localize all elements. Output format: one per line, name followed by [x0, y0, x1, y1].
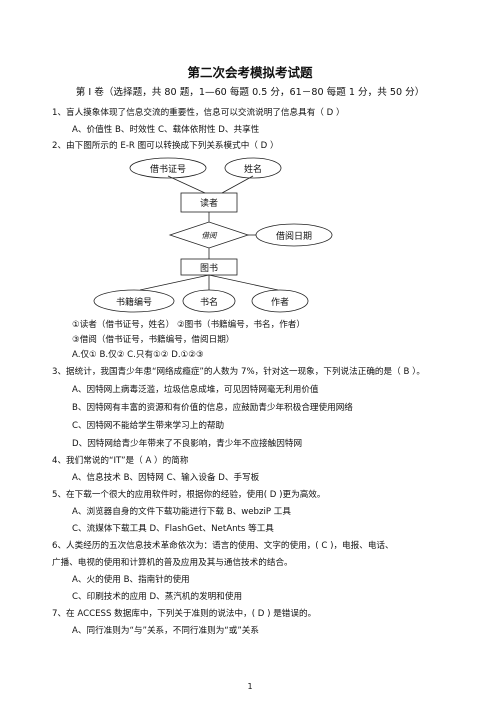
- entity-reader-label: 读者: [200, 197, 218, 209]
- q5-options-1: A、浏览器自身的文件下载功能进行下载 B、webziP 工具: [72, 507, 291, 517]
- q7-stem: 7、在 ACCESS 数据库中，下列关于准则的说法中，( D ) 是错误的。: [52, 609, 317, 619]
- entity-book-label: 图书: [200, 263, 218, 274]
- q3-option-a: A、因特网上病毒泛滥，垃圾信息成堆，可见因特网毫无利用价值: [72, 385, 319, 395]
- q2-schema-1: ①读者（借书证号，姓名） ②图书（书籍编号，书名，作者）: [72, 320, 305, 330]
- attr-title-label: 书名: [200, 296, 218, 308]
- q6-stem-2: 广播、电视的使用和计算机的普及应用及其与通信技术的结合。: [52, 558, 293, 568]
- q4-options: A、信息技术 B、因特网 C、输入设备 D、手写板: [72, 473, 260, 483]
- q6-stem-1: 6、人类经历的五次信息技术革命依次为：语言的使用、文字的使用，( C )，电报、…: [52, 541, 394, 551]
- attr-date-label: 借阅日期: [276, 230, 312, 242]
- attr-title-ellipse: [182, 289, 236, 313]
- attr-author-label: 作者: [271, 296, 289, 308]
- q3-option-d: D、因特网给青少年带来了不良影响，青少年不应接触因特网: [72, 439, 303, 449]
- attr-card-label: 借书证号: [150, 163, 186, 175]
- q6-options-2: C、印刷技术的应用 D、蒸汽机的发明和使用: [72, 592, 243, 602]
- section-header: 第 I 卷（选择题，共 80 题，1—60 每题 0.5 分，61－80 每题 …: [75, 87, 425, 98]
- q5-options-2: C、流媒体下载工具 D、FlashGet、NetAnts 等工具: [72, 524, 274, 534]
- q2-options: A.仅① B.仅② C.只有①② D.①②③: [72, 350, 204, 360]
- q1-options: A、价值性 B、时效性 C、载体依附性 D、共享性: [72, 125, 260, 135]
- q2-stem: 2、由下图所示的 E-R 图可以转换成下列关系模式中（ D ）: [52, 141, 279, 151]
- exam-title: 第二次会考模拟考试题: [187, 65, 313, 80]
- attr-bookno-ellipse: [93, 289, 175, 313]
- er-diagram: 借书证号 姓名 读者 借阅 借阅日期 图书 书籍编号 书名 作者: [93, 157, 333, 313]
- q2-schema-2: ③借阅（借书证号，书籍编号，借阅日期）: [72, 335, 235, 345]
- q3-option-b: B、因特网有丰富的资源和有价值的信息，应鼓励青少年积极合理使用网络: [72, 403, 353, 413]
- attr-name-ellipse: [224, 157, 282, 179]
- attr-date-ellipse: [255, 223, 333, 247]
- relation-label: 借阅: [202, 231, 218, 240]
- q3-option-c: C、因特网不能给学生带来学习上的帮助: [72, 421, 225, 431]
- attr-name-label: 姓名: [244, 163, 262, 175]
- attr-bookno-label: 书籍编号: [116, 296, 152, 308]
- page-number: 1: [247, 682, 253, 691]
- entity-reader-box: [180, 192, 238, 213]
- attr-author-ellipse: [251, 289, 309, 313]
- relation-diamond: [168, 221, 250, 249]
- q6-options-1: A、火的使用 B、指南针的使用: [72, 575, 190, 585]
- q3-stem: 3、据统计，我国青少年患“网络成瘾症”的人数为 7%，针对这一现象，下列说法正确…: [52, 367, 425, 377]
- attr-card-ellipse: [129, 157, 207, 179]
- entity-book-box: [180, 258, 238, 276]
- q1-stem: 1、盲人摸象体现了信息交流的重要性，信息可以交流说明了信息具有（ D ）: [52, 108, 345, 118]
- q5-stem: 5、在下载一个很大的应用软件时，根据你的经验，使用( D )更为高效。: [52, 490, 326, 500]
- q4-stem: 4、我们常说的“IT”是（ A ）的简称: [52, 456, 189, 466]
- q7-option-a: A、同行准则为“与”关系，不同行准则为“或”关系: [72, 626, 259, 636]
